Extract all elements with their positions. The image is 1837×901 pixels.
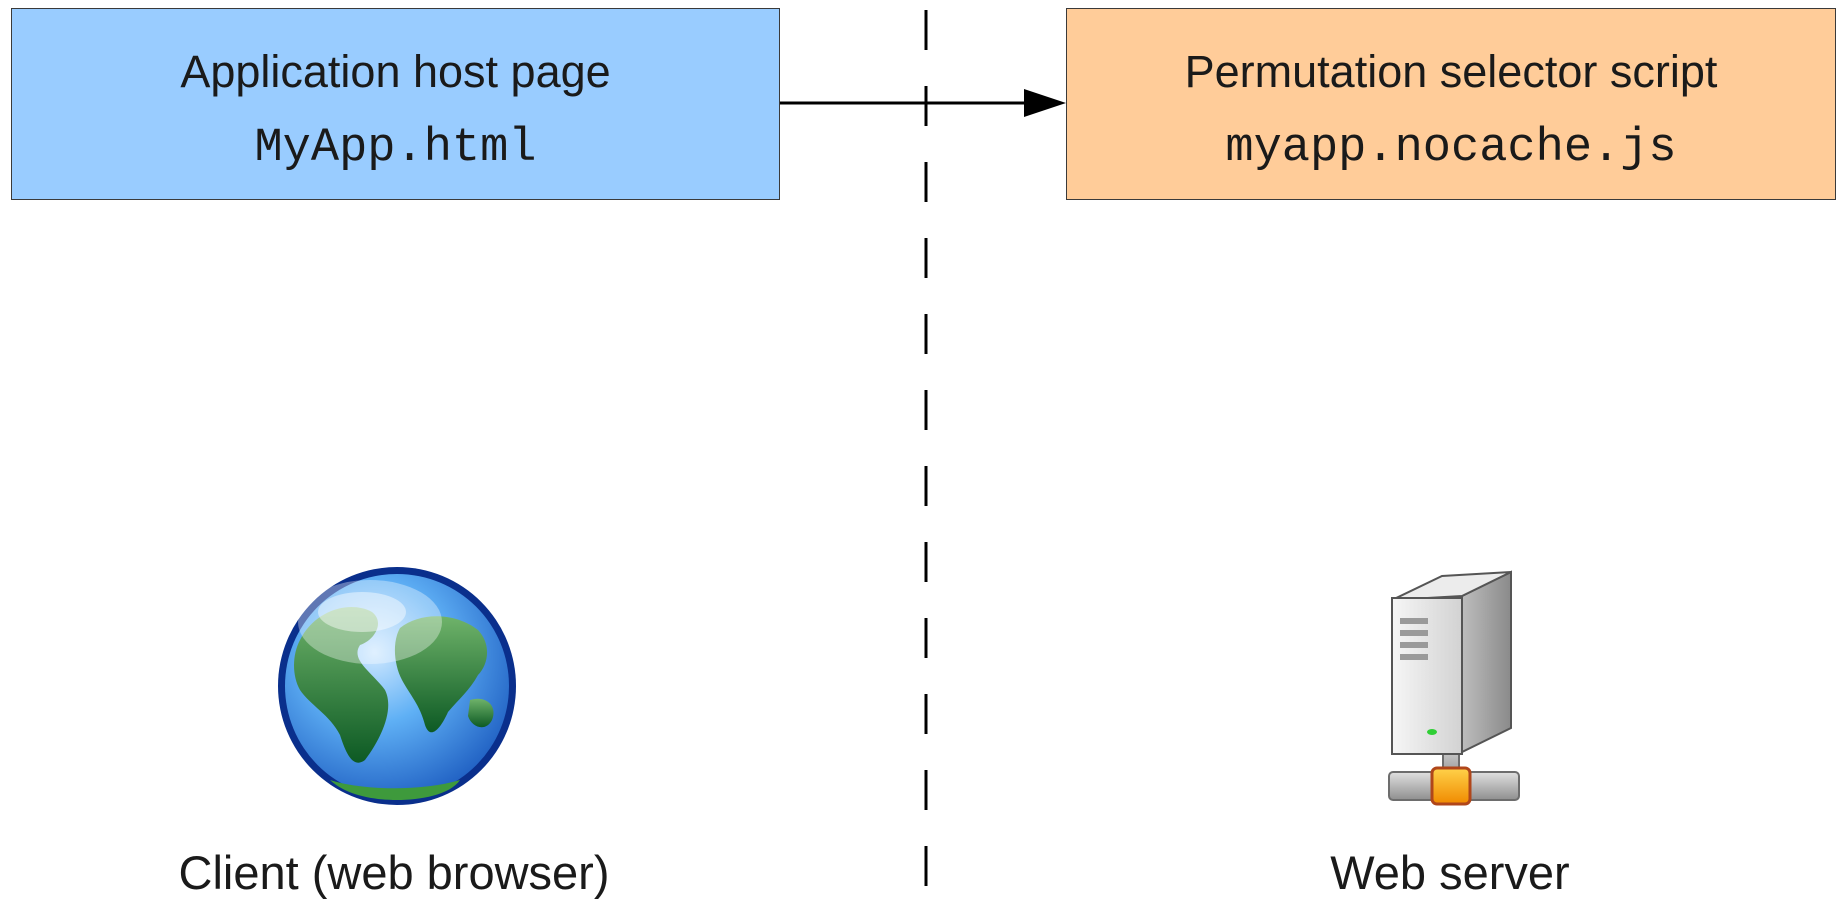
globe-icon <box>278 567 516 805</box>
server-label: Web server <box>1330 846 1570 899</box>
request-arrow <box>780 89 1066 117</box>
selector-script-filename: myapp.nocache.js <box>1225 122 1677 175</box>
host-page-title: Application host page <box>180 46 611 97</box>
host-page-filename: MyApp.html <box>254 122 537 175</box>
client-label: Client (web browser) <box>178 846 610 899</box>
selector-script-title: Permutation selector script <box>1184 46 1718 97</box>
server-icon <box>1388 570 1520 806</box>
selector-script-box: Permutation selector script myapp.nocach… <box>1066 8 1836 200</box>
host-page-box: Application host page MyApp.html <box>11 8 780 200</box>
